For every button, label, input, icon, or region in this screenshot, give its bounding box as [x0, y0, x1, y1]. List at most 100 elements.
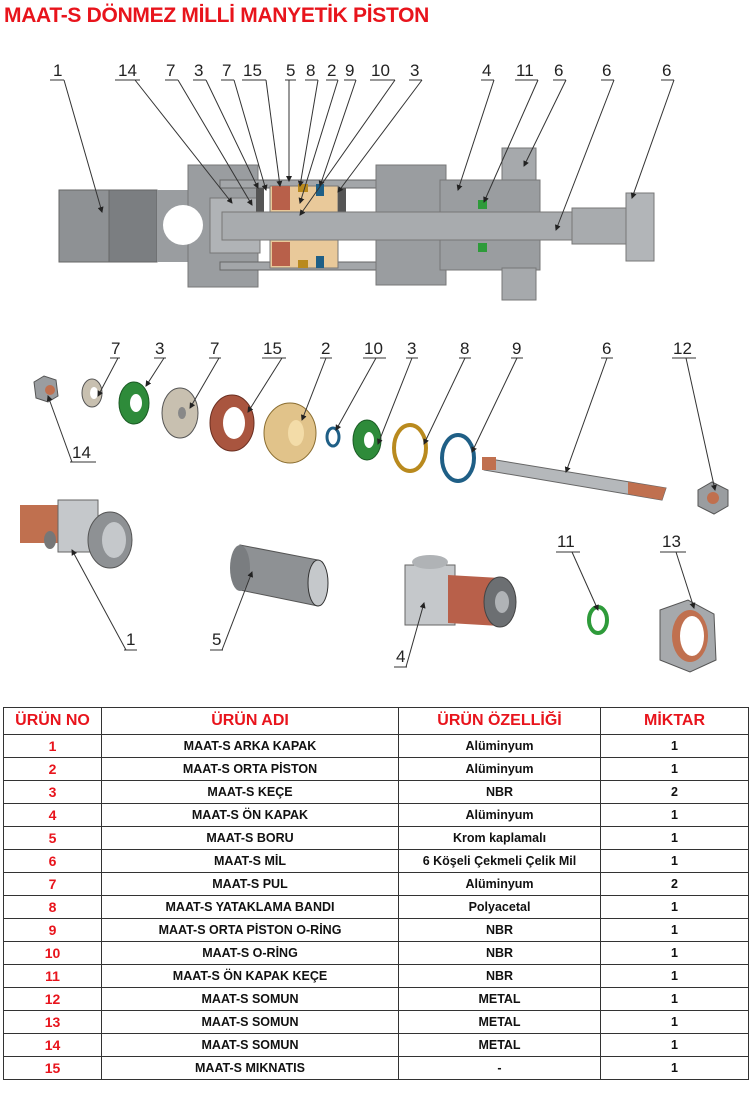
- callout-6a: 6: [554, 61, 563, 80]
- cell-product-name: MAAT-S ORTA PİSTON: [101, 757, 399, 781]
- cell-product-name: MAAT-S ÖN KAPAK KEÇE: [101, 964, 399, 988]
- page-title: MAAT-S DÖNMEZ MİLLİ MANYETİK PİSTON: [4, 4, 430, 27]
- callout-10: 10: [371, 61, 390, 80]
- shaft-part: [221, 192, 655, 262]
- callout-7a: 7: [111, 339, 120, 358]
- section-view-diagram: 1 14 7 3 7 15 5 8 2 9 10 3 4 11 6 6 6: [50, 61, 675, 301]
- callout-8: 8: [306, 61, 315, 80]
- cell-quantity: 1: [600, 941, 749, 965]
- cell-product-spec: Polyacetal: [398, 895, 601, 919]
- cell-product-no: 11: [3, 964, 102, 988]
- cell-product-name: MAAT-S KEÇE: [101, 780, 399, 804]
- callout-15: 15: [263, 339, 282, 358]
- seal-11: [587, 605, 609, 635]
- callout-1: 1: [126, 630, 135, 649]
- callout-3b: 3: [407, 339, 416, 358]
- cell-product-name: MAAT-S SOMUN: [101, 1033, 399, 1057]
- cell-product-spec: NBR: [398, 780, 601, 804]
- cell-quantity: 1: [600, 1056, 749, 1080]
- cell-product-spec: Alüminyum: [398, 872, 601, 896]
- cell-product-name: MAAT-S MIKNATIS: [101, 1056, 399, 1080]
- callout-9: 9: [345, 61, 354, 80]
- callout-7b: 7: [210, 339, 219, 358]
- cell-product-no: 3: [3, 780, 102, 804]
- band-8: [392, 423, 428, 473]
- oring-10: [325, 426, 341, 448]
- cell-product-name: MAAT-S SOMUN: [101, 1010, 399, 1034]
- tube-5: [230, 544, 329, 607]
- cell-product-name: MAAT-S O-RİNG: [101, 941, 399, 965]
- callout-9: 9: [512, 339, 521, 358]
- cell-product-spec: NBR: [398, 964, 601, 988]
- cell-product-no: 6: [3, 849, 102, 873]
- cell-product-no: 7: [3, 872, 102, 896]
- callout-12: 12: [673, 339, 692, 358]
- cell-product-name: MAAT-S YATAKLAMA BANDI: [101, 895, 399, 919]
- cell-quantity: 1: [600, 826, 749, 850]
- cell-quantity: 1: [600, 987, 749, 1011]
- cell-quantity: 2: [600, 872, 749, 896]
- cell-quantity: 1: [600, 895, 749, 919]
- rear-cap-1: [20, 499, 133, 569]
- cell-product-name: MAAT-S MİL: [101, 849, 399, 873]
- cell-product-no: 13: [3, 1010, 102, 1034]
- callout-4: 4: [482, 61, 491, 80]
- callout-14: 14: [118, 61, 137, 80]
- header-quantity: MİKTAR: [600, 707, 749, 735]
- callout-2: 2: [321, 339, 330, 358]
- cell-product-spec: Krom kaplamalı: [398, 826, 601, 850]
- cell-product-name: MAAT-S BORU: [101, 826, 399, 850]
- cell-product-spec: Alüminyum: [398, 803, 601, 827]
- callout-6c: 6: [662, 61, 671, 80]
- callout-6b: 6: [602, 61, 611, 80]
- callout-7b: 7: [222, 61, 231, 80]
- callout-7a: 7: [166, 61, 175, 80]
- cell-product-no: 4: [3, 803, 102, 827]
- callout-13: 13: [662, 532, 681, 551]
- cell-product-name: MAAT-S ORTA PİSTON O-RİNG: [101, 918, 399, 942]
- cell-product-no: 10: [3, 941, 102, 965]
- cell-quantity: 1: [600, 734, 749, 758]
- cell-product-no: 2: [3, 757, 102, 781]
- cell-product-spec: METAL: [398, 1033, 601, 1057]
- cell-quantity: 1: [600, 1033, 749, 1057]
- cell-product-no: 12: [3, 987, 102, 1011]
- cell-quantity: 1: [600, 918, 749, 942]
- cell-product-no: 15: [3, 1056, 102, 1080]
- nut-13: [659, 599, 717, 673]
- header-product-no: ÜRÜN NO: [3, 707, 102, 735]
- callout-3a: 3: [155, 339, 164, 358]
- callout-14: 14: [72, 443, 91, 462]
- callout-3a: 3: [194, 61, 203, 80]
- callout-10: 10: [364, 339, 383, 358]
- cell-quantity: 1: [600, 849, 749, 873]
- callout-8: 8: [460, 339, 469, 358]
- callout-4: 4: [396, 647, 405, 666]
- cell-product-name: MAAT-S ARKA KAPAK: [101, 734, 399, 758]
- callout-15: 15: [243, 61, 262, 80]
- exploded-parts: [20, 375, 729, 673]
- callout-3b: 3: [410, 61, 419, 80]
- cell-product-spec: NBR: [398, 941, 601, 965]
- section-callouts: 1 14 7 3 7 15 5 8 2 9 10 3 4 11 6 6 6: [50, 61, 675, 231]
- cell-quantity: 1: [600, 964, 749, 988]
- cell-product-spec: -: [398, 1056, 601, 1080]
- cell-product-name: MAAT-S ÖN KAPAK: [101, 803, 399, 827]
- cell-product-spec: METAL: [398, 987, 601, 1011]
- cell-product-no: 14: [3, 1033, 102, 1057]
- cell-product-spec: 6 Köşeli Çekmeli Çelik Mil: [398, 849, 601, 873]
- cell-product-no: 9: [3, 918, 102, 942]
- cell-quantity: 1: [600, 803, 749, 827]
